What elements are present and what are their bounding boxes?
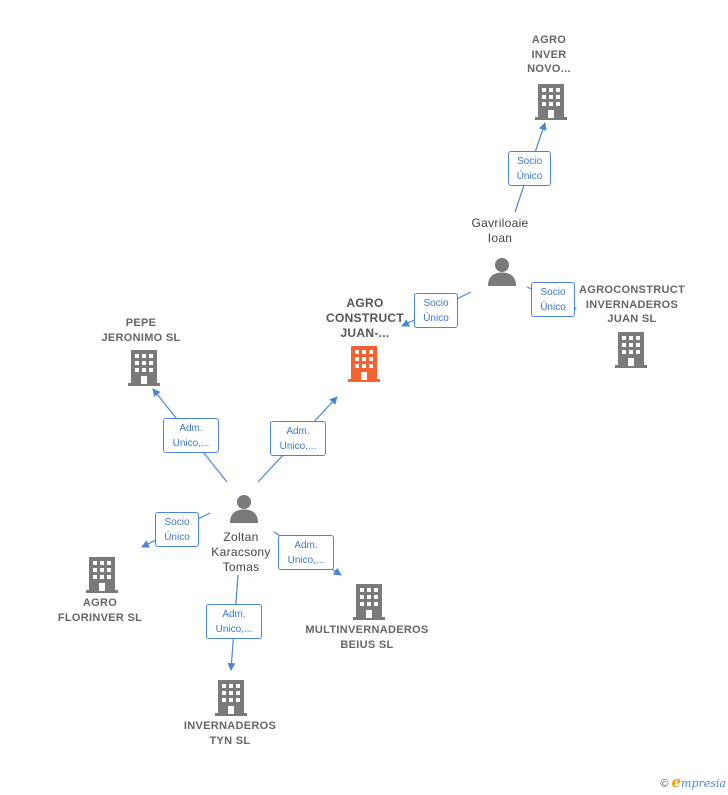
copyright-symbol: © <box>660 778 669 790</box>
empresia-logo: © empresia <box>660 773 726 791</box>
person-icon[interactable] <box>229 494 259 524</box>
company-label-agro-inver-novo: AGRO INVER NOVO... <box>527 34 571 75</box>
building-icon[interactable] <box>615 332 647 368</box>
building-icon[interactable] <box>86 557 118 593</box>
edge-label-adm-unico[interactable]: Adm.Unico,... <box>278 535 334 570</box>
edge-label-adm-unico[interactable]: Adm.Unico,... <box>163 418 219 453</box>
building-icon[interactable] <box>128 350 160 386</box>
company-label-invernaderos-tyn: INVERNADEROS TYN SL <box>183 720 277 747</box>
company-label-agroconstruct-invernaderos: AGROCONSTRUCT INVERNADEROS JUAN SL <box>579 284 685 325</box>
company-label-pepe-jeronimo: PEPE JERONIMO SL <box>101 317 181 344</box>
edge-label-adm-unico[interactable]: Adm.Unico,... <box>206 604 262 639</box>
logo-letter: e <box>671 773 682 791</box>
building-icon[interactable] <box>353 584 385 620</box>
building-icon[interactable] <box>535 84 567 120</box>
company-label-agro-construct: AGRO CONSTRUCT JUAN-... <box>325 296 405 340</box>
company-label-agro-florinver: AGRO FLORINVER SL <box>57 597 143 624</box>
building-icon[interactable] <box>215 680 247 716</box>
building-icon-focus[interactable] <box>348 346 380 382</box>
edge-label-adm-unico[interactable]: Adm.Unico,... <box>270 421 326 456</box>
person-label-gavriloaie: Gavriloaie Ioan <box>471 216 529 245</box>
person-label-zoltan: Zoltan Karacsony Tomas <box>211 530 271 574</box>
company-label-multinvernaderos: MULTINVERNADEROS BEIUS SL <box>305 624 429 651</box>
logo-text: mpresia <box>681 777 726 790</box>
person-icon[interactable] <box>487 257 517 287</box>
